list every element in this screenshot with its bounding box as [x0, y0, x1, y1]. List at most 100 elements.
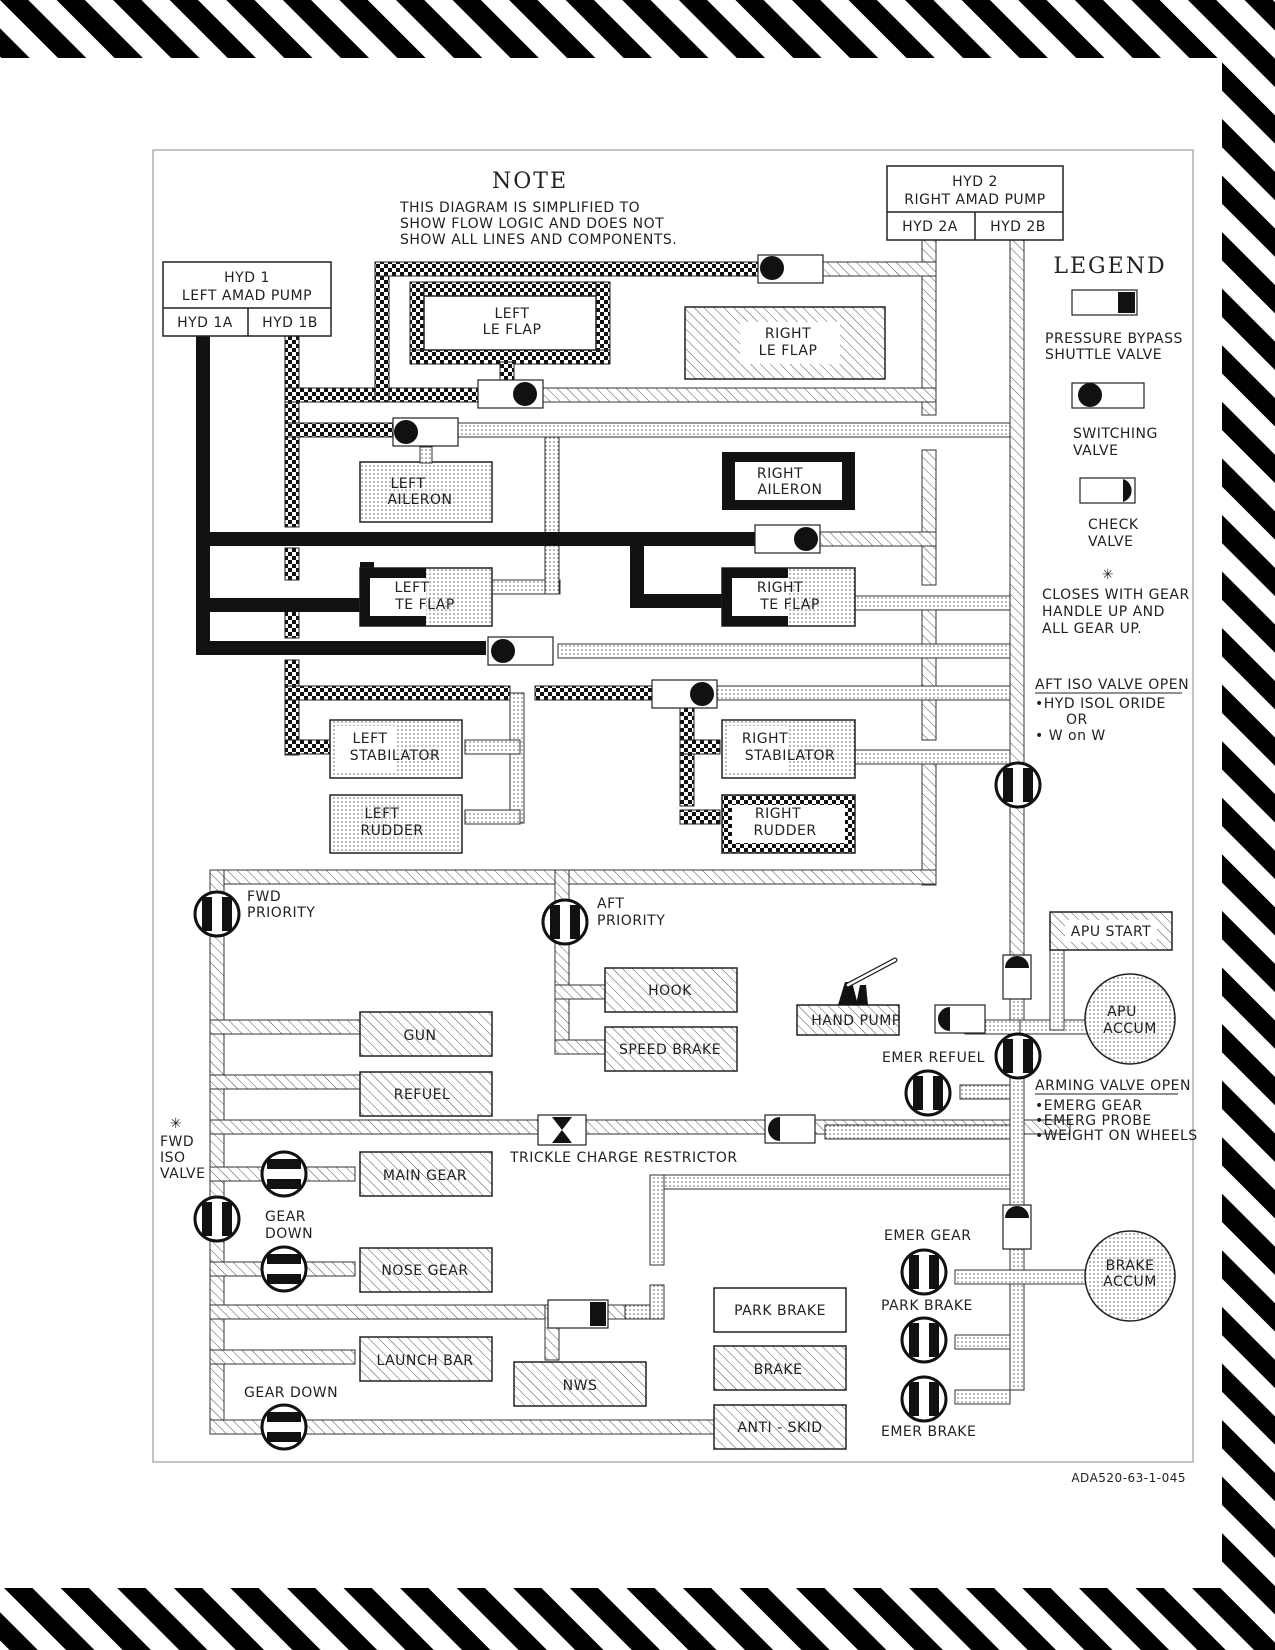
hyd1-title: HYD 1: [224, 270, 270, 286]
figure-id: ADA520-63-1-045: [1071, 1471, 1186, 1485]
trickle-charge-restrictor: [537, 1114, 587, 1146]
park-brake-component-label: PARK BRAKE: [734, 1303, 826, 1319]
left-aileron-label-2: AILERON: [387, 492, 452, 508]
gear-down-valve-bottom: [260, 1403, 308, 1451]
fwd-iso-asterisk-icon: ✳: [170, 1116, 182, 1132]
main-gear-box: MAIN GEAR: [359, 1151, 493, 1197]
gun-label: GUN: [403, 1028, 436, 1044]
aft-iso-item-3: • W on W: [1035, 728, 1106, 744]
arming-title: ARMING VALVE OPEN: [1035, 1078, 1191, 1094]
legend-asterisk-icon: ✳: [1102, 567, 1114, 583]
park-brake-valve: [900, 1316, 948, 1364]
refuel-box: REFUEL: [359, 1071, 493, 1117]
refuel-label: REFUEL: [394, 1087, 451, 1103]
aft-priority-label-2: PRIORITY: [597, 913, 665, 929]
aft-iso-note: AFT ISO VALVE OPEN •HYD ISOL ORIDE OR • …: [1035, 677, 1189, 744]
left-te-flap: LEFT TE FLAP: [359, 567, 493, 627]
aft-priority-label-1: AFT: [597, 896, 624, 912]
left-le-flap-label-2: LE FLAP: [483, 322, 542, 338]
emer-brake-valve: [900, 1375, 948, 1423]
hyd2-title: HYD 2: [952, 174, 998, 190]
hook-box: HOOK: [604, 967, 738, 1013]
arming-item-3: •WEIGHT ON WHEELS: [1035, 1128, 1198, 1144]
emer-refuel-label: EMER REFUEL: [882, 1050, 985, 1066]
trickle-label: TRICKLE CHARGE RESTRICTOR: [509, 1150, 738, 1166]
left-stabilator-label-1: LEFT: [352, 731, 387, 747]
legend-switching-label-2: VALVE: [1073, 443, 1118, 459]
note-line-1: THIS DIAGRAM IS SIMPLIFIED TO: [399, 200, 640, 216]
legend-switching-icon: [1071, 382, 1145, 409]
apu-start-label: APU START: [1071, 924, 1151, 940]
launch-bar-box: LAUNCH BAR: [359, 1336, 493, 1382]
brake-accum-label-1: BRAKE: [1106, 1258, 1155, 1274]
brake-accumulator: BRAKE ACCUM: [1084, 1230, 1176, 1322]
arming-note: ARMING VALVE OPEN •EMERG GEAR •EMERG PRO…: [1035, 1078, 1198, 1144]
gun-box: GUN: [359, 1011, 493, 1057]
fwd-iso-label-1: FWD: [160, 1134, 194, 1150]
aft-iso-item-1: •HYD ISOL ORIDE: [1035, 696, 1166, 712]
aft-priority-valve: [541, 898, 589, 946]
left-rudder: LEFT RUDDER: [329, 794, 463, 854]
switching-valve-stab: [651, 679, 718, 709]
brake-accum-label-2: ACCUM: [1103, 1274, 1157, 1290]
legend-pbsv-label-1: PRESSURE BYPASS: [1045, 331, 1183, 347]
nws-label: NWS: [563, 1378, 598, 1394]
park-brake-label: PARK BRAKE: [881, 1298, 973, 1314]
right-stabilator-label-1: RIGHT: [742, 731, 788, 747]
apu-start-box: APU START: [1049, 911, 1173, 951]
hyd1b-label: HYD 1B: [262, 315, 318, 331]
hyd2-subtitle: RIGHT AMAD PUMP: [904, 192, 1045, 208]
right-aileron: RIGHT AILERON: [722, 452, 855, 510]
diagram-frame: [152, 149, 1194, 1463]
note-title: NOTE: [492, 169, 568, 194]
nose-gear-box: NOSE GEAR: [359, 1247, 493, 1293]
main-gear-label: MAIN GEAR: [383, 1168, 467, 1184]
check-valve-brake-accum: [1002, 1204, 1032, 1250]
hyd2-pump-box: HYD 2 RIGHT AMAD PUMP HYD 2A HYD 2B: [886, 165, 1064, 241]
gear-down-valve-main: [260, 1150, 308, 1198]
left-aileron: LEFT AILERON: [359, 446, 493, 523]
hyd2b-label: HYD 2B: [990, 219, 1046, 235]
speed-brake-label: SPEED BRAKE: [619, 1042, 721, 1058]
fwd-priority-label-1: FWD: [247, 889, 281, 905]
anti-skid-label: ANTI - SKID: [737, 1420, 822, 1436]
nws-box: NWS: [513, 1361, 647, 1407]
aft-iso-title: AFT ISO VALVE OPEN: [1035, 677, 1189, 693]
emer-gear-label: EMER GEAR: [884, 1228, 971, 1244]
arming-item-2: •EMERG PROBE: [1035, 1113, 1152, 1129]
switching-valve-te: [487, 636, 554, 666]
fwd-iso-valve: [193, 1195, 241, 1243]
aft-iso-valve: [994, 761, 1042, 809]
utility-actuators: HOOK SPEED BRAKE GUN REFUEL MAIN GEAR NO…: [359, 911, 1176, 1450]
hyd2b-lines: [452, 422, 1116, 1405]
hyd1-subtitle: LEFT AMAD PUMP: [182, 288, 312, 304]
left-stabilator-label-2: STABILATOR: [350, 748, 441, 764]
note-block: NOTE THIS DIAGRAM IS SIMPLIFIED TO SHOW …: [399, 169, 677, 248]
left-rudder-label-1: LEFT: [364, 806, 399, 822]
right-te-flap: RIGHT TE FLAP: [721, 567, 856, 627]
switching-valve-le-flap: [477, 379, 544, 409]
emer-refuel-valve: [904, 1069, 952, 1117]
round-valves: [193, 761, 1042, 1451]
right-rudder: RIGHT RUDDER: [721, 794, 856, 854]
right-le-flap-label-1: RIGHT: [765, 326, 811, 342]
right-stabilator-label-2: STABILATOR: [745, 748, 836, 764]
note-line-3: SHOW ALL LINES AND COMPONENTS.: [400, 232, 677, 248]
legend-closes-label-2: HANDLE UP AND: [1042, 604, 1165, 620]
legend-pbsv-label-2: SHUTTLE VALVE: [1045, 347, 1162, 363]
legend-check-label-2: VALVE: [1088, 534, 1133, 550]
check-valve-trickle: [764, 1114, 816, 1144]
left-aileron-label-1: LEFT: [390, 476, 425, 492]
legend-closes-label-1: CLOSES WITH GEAR: [1042, 587, 1190, 603]
right-aileron-label-2: AILERON: [757, 482, 822, 498]
arming-valve: [994, 1032, 1042, 1080]
check-valve-apu: [1002, 954, 1032, 1000]
legend-pbsv-icon: [1071, 289, 1138, 316]
switching-valve-aileron-left: [392, 417, 459, 447]
right-rudder-label-1: RIGHT: [755, 806, 801, 822]
brake-box: BRAKE: [713, 1345, 847, 1391]
legend-check-icon: [1079, 477, 1136, 504]
gear-down-valve-nose: [260, 1245, 308, 1293]
hand-pump-box: HAND PUMP: [796, 957, 900, 1036]
right-le-flap: RIGHT LE FLAP: [684, 306, 886, 380]
